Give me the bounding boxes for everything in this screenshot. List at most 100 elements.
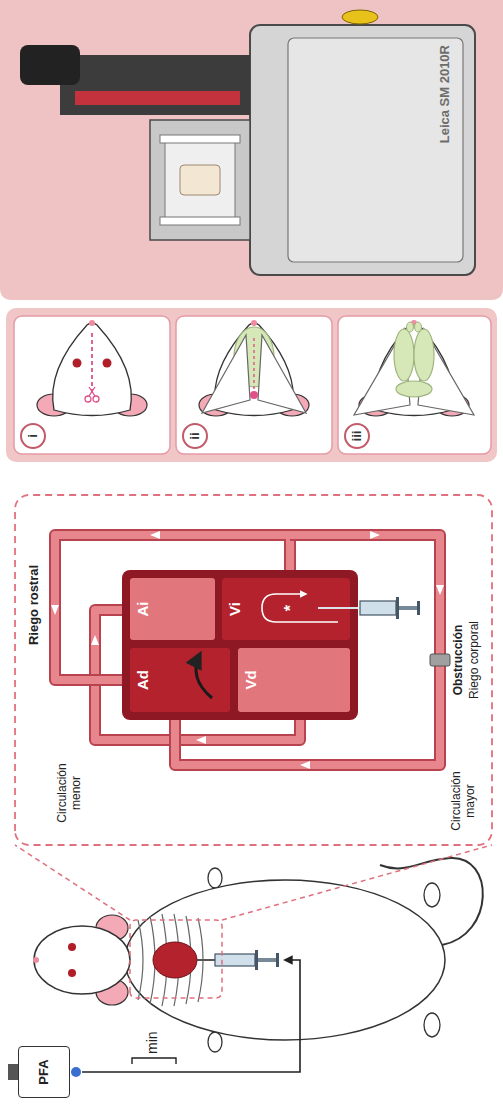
microtome-illustration xyxy=(288,38,463,262)
step-incision xyxy=(37,320,147,416)
flow-arrow xyxy=(150,531,160,539)
mouse-illustration xyxy=(132,1058,176,1064)
step-skin-open xyxy=(250,391,258,399)
brand-label: Leica SM 2010R xyxy=(438,45,453,165)
node-text: Ai xyxy=(134,602,151,617)
mouse-illustration xyxy=(15,845,130,920)
clamp-symbol xyxy=(430,654,450,666)
syringe-symbol xyxy=(360,601,396,615)
heart-chamber xyxy=(238,648,350,712)
blood-vessel xyxy=(55,535,440,765)
microtome-illustration xyxy=(160,135,240,143)
mouse-illustration xyxy=(138,914,203,1006)
syringe-symbol xyxy=(399,606,417,610)
heart-callout xyxy=(15,495,492,845)
step-brain-exposed xyxy=(414,329,434,381)
node-text: ii xyxy=(188,432,203,439)
mouse-illustration xyxy=(153,942,197,978)
step-skin-open xyxy=(253,335,254,395)
region-label: Riego rostral xyxy=(27,540,42,670)
mouse-illustration xyxy=(82,960,300,1072)
step-skin-open xyxy=(199,320,309,416)
mouse-illustration xyxy=(255,950,258,970)
step-skin-open xyxy=(199,320,309,416)
mouse-illustration xyxy=(276,953,279,967)
mouse-illustration xyxy=(33,957,39,963)
mouse-illustration xyxy=(8,845,492,1080)
flow-arrow xyxy=(51,531,444,769)
step-skin-open xyxy=(202,335,250,413)
heart-callout xyxy=(15,495,492,845)
step-brain-exposed xyxy=(415,322,422,332)
step-badge: ii xyxy=(182,423,208,449)
mouse-illustration xyxy=(258,958,276,962)
syringe-symbol xyxy=(318,597,420,619)
panel-backgrounds xyxy=(14,316,170,454)
node-text: PFA xyxy=(37,1059,52,1084)
mouse-illustration xyxy=(130,920,222,998)
step-brain-exposed xyxy=(354,320,474,416)
callout-mark: * xyxy=(282,601,300,615)
flow-arrow xyxy=(91,635,99,645)
microtome-illustration xyxy=(75,91,240,105)
microtome-illustration xyxy=(150,120,250,240)
flow-arrow xyxy=(370,531,380,539)
mouse-illustration xyxy=(8,1064,18,1080)
mouse-illustration xyxy=(215,954,255,966)
microtome-illustration xyxy=(165,140,235,220)
circulation-label: Circulación mayor xyxy=(450,762,478,840)
obstruction-label: Obstrucción xyxy=(452,600,466,720)
step-incision xyxy=(91,333,93,393)
microtome-illustration xyxy=(160,217,240,225)
brain-extraction-steps xyxy=(37,320,474,416)
mouse-illustration xyxy=(424,883,440,907)
panel-backgrounds xyxy=(0,0,503,462)
step-incision xyxy=(93,396,99,402)
heart-chamber: Vd xyxy=(238,648,350,712)
step-incision xyxy=(85,396,91,402)
flow-arrow xyxy=(436,585,444,595)
mouse-illustration xyxy=(68,943,76,951)
panel-backgrounds xyxy=(338,316,491,454)
heart-chamber xyxy=(130,648,230,712)
step-brain-exposed xyxy=(407,322,414,332)
mouse-illustration xyxy=(197,959,215,961)
syringe-symbol xyxy=(318,607,358,609)
panel-backgrounds xyxy=(0,0,503,300)
mouse-illustration xyxy=(208,1032,222,1052)
step-badge: iii xyxy=(344,423,370,449)
node-text: Vd xyxy=(242,670,259,689)
step-brain-exposed xyxy=(396,381,432,397)
mouse-illustration xyxy=(208,868,222,888)
flow-arrow xyxy=(196,736,206,744)
step-incision xyxy=(37,320,147,416)
step-skin-open xyxy=(258,335,306,413)
flow-arrow xyxy=(300,761,310,769)
microtome-illustration xyxy=(20,45,80,85)
pfa-bottle: PFA xyxy=(18,1046,70,1098)
microtome-illustration xyxy=(60,55,250,115)
microtome-illustration xyxy=(20,10,475,275)
flow-arrow xyxy=(51,605,59,615)
mouse-illustration xyxy=(71,1067,81,1077)
time-label: min xyxy=(144,1014,160,1054)
panel-backgrounds xyxy=(176,316,332,454)
panel-backgrounds xyxy=(6,308,497,462)
node-text: Vi xyxy=(226,602,243,616)
microtome-illustration xyxy=(250,25,475,275)
region-label: Riego corporal xyxy=(468,600,482,720)
mouse-illustration xyxy=(424,1013,440,1037)
flow-arrow xyxy=(196,654,212,698)
mouse-illustration xyxy=(222,845,492,920)
heart-chamber: Ai xyxy=(130,578,215,640)
node-text: iii xyxy=(350,431,365,442)
heart-chamber xyxy=(130,578,215,640)
mouse-illustration xyxy=(34,926,130,994)
microtome-illustration xyxy=(180,165,220,195)
node-text: i xyxy=(26,434,41,438)
step-incision xyxy=(89,387,95,396)
circulation-label: Circulación menor xyxy=(56,748,84,838)
